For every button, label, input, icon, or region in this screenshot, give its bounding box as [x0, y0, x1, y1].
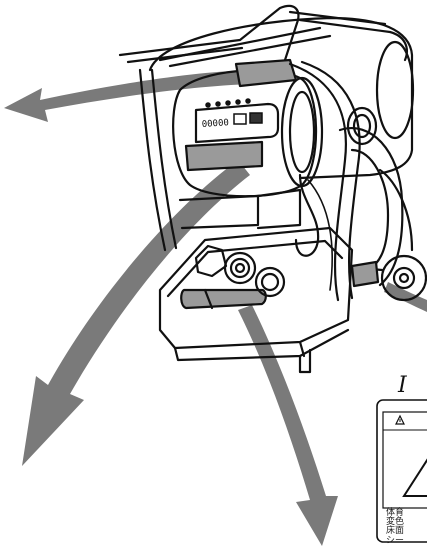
heater-body [118, 4, 427, 374]
arrow-lower-left-icon [22, 160, 250, 466]
warning-large-icon [402, 458, 427, 497]
label-line-2: 変色 [386, 515, 404, 527]
arrow-bottom-icon [238, 305, 338, 546]
label-line-4: シー [386, 536, 404, 546]
label-line-3: 床面 [386, 524, 404, 536]
arrow-top-left-icon [4, 70, 252, 122]
arrow-right-icon [384, 282, 427, 312]
label-header-letter: I [397, 373, 408, 398]
display-readout: 00000 [202, 118, 230, 130]
panel-button-2-icon [249, 112, 263, 124]
warning-label-card: I 体育 変色 床面 シー [376, 373, 427, 546]
panel-button-1-icon [233, 113, 247, 125]
warning-small-icon [395, 414, 405, 425]
panel-buttons [205, 98, 263, 125]
label-line-1: 体育 [386, 506, 404, 518]
